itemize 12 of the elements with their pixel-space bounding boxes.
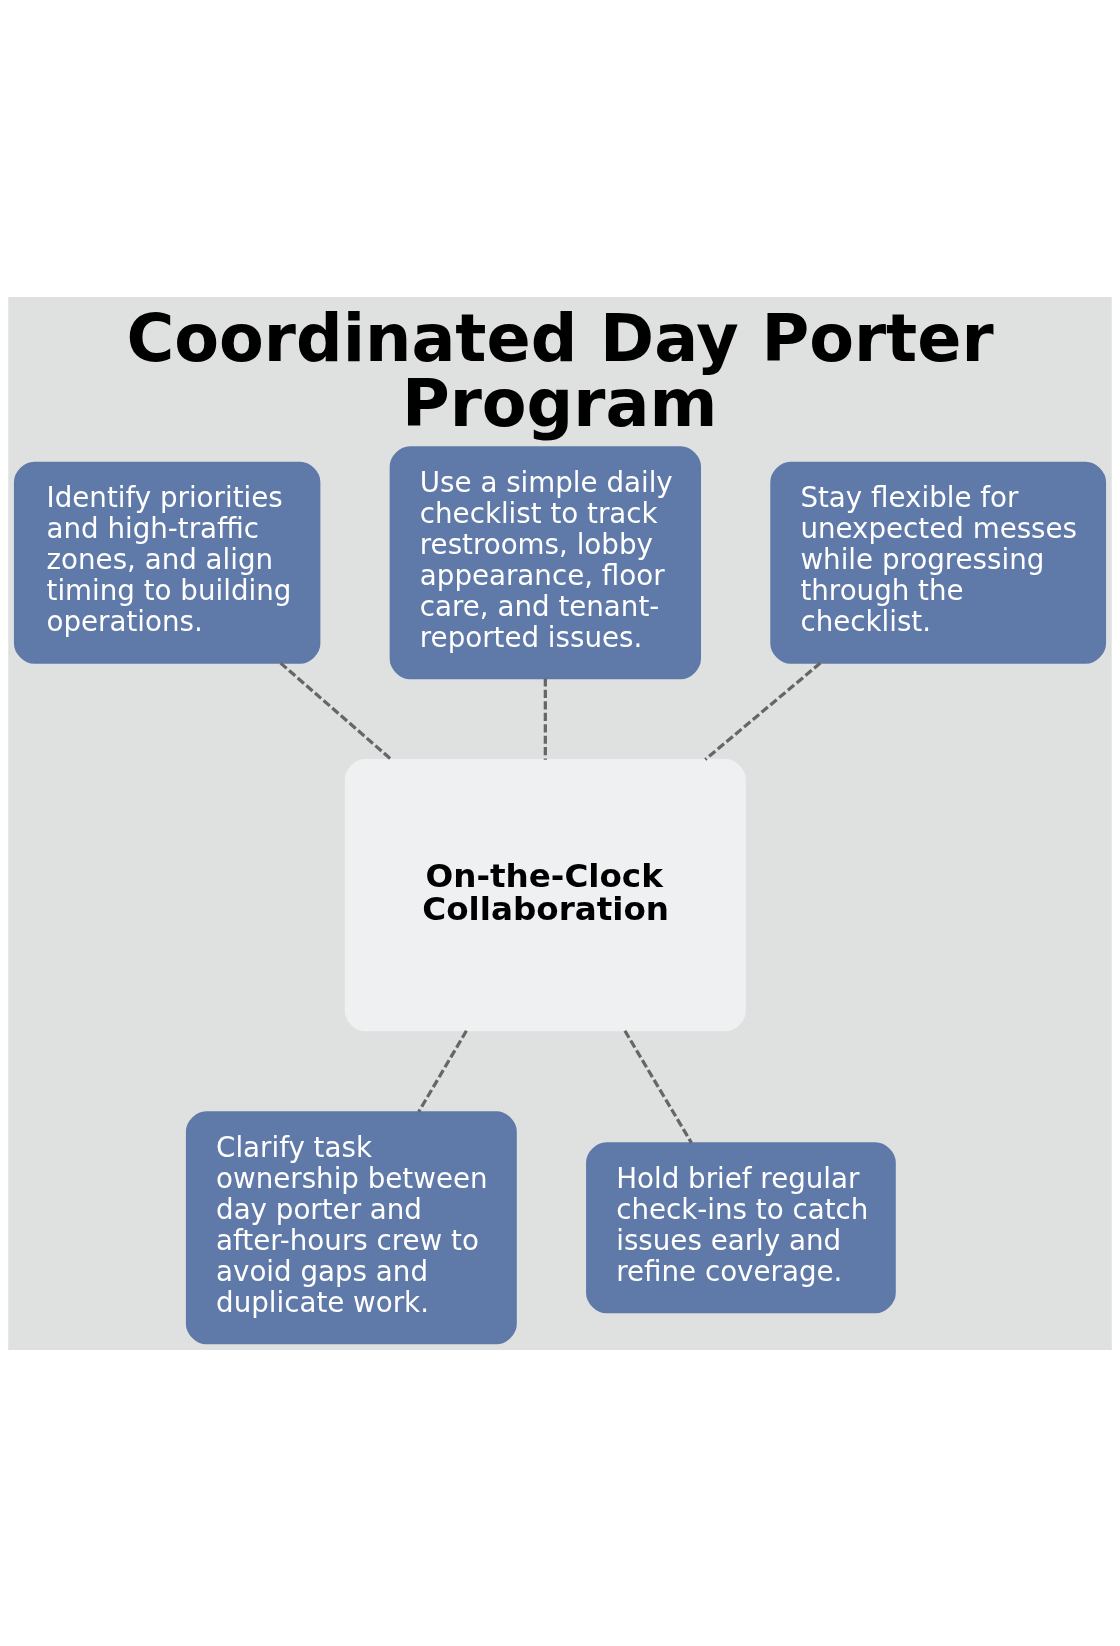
node-box: Hold brief regular check-ins to catch issues early and refine coverage.: [586, 1141, 896, 1313]
node-box: Clarify task ownership between day porter and after-hours crew to avoid gaps and duplicate work.: [185, 1110, 517, 1344]
connector: [543, 678, 547, 760]
connector: [417, 1029, 468, 1113]
node-box: Stay flexible for unexpected messes while progressing through the checklist.: [770, 461, 1107, 664]
node-box: Identify priorities and high-traffic zones, and align timing to building operations.: [13, 461, 321, 664]
node-box: On-the-Clock Collaboration: [344, 758, 746, 1031]
connector: [623, 1029, 693, 1144]
diagram-title: Coordinated Day Porter Program: [126, 299, 994, 441]
node-box: Use a simple daily checklist to track restrooms, lobby appearance, floor care, and tenant-reported issues.: [389, 445, 701, 679]
connector: [279, 661, 393, 761]
connector: [704, 661, 822, 761]
